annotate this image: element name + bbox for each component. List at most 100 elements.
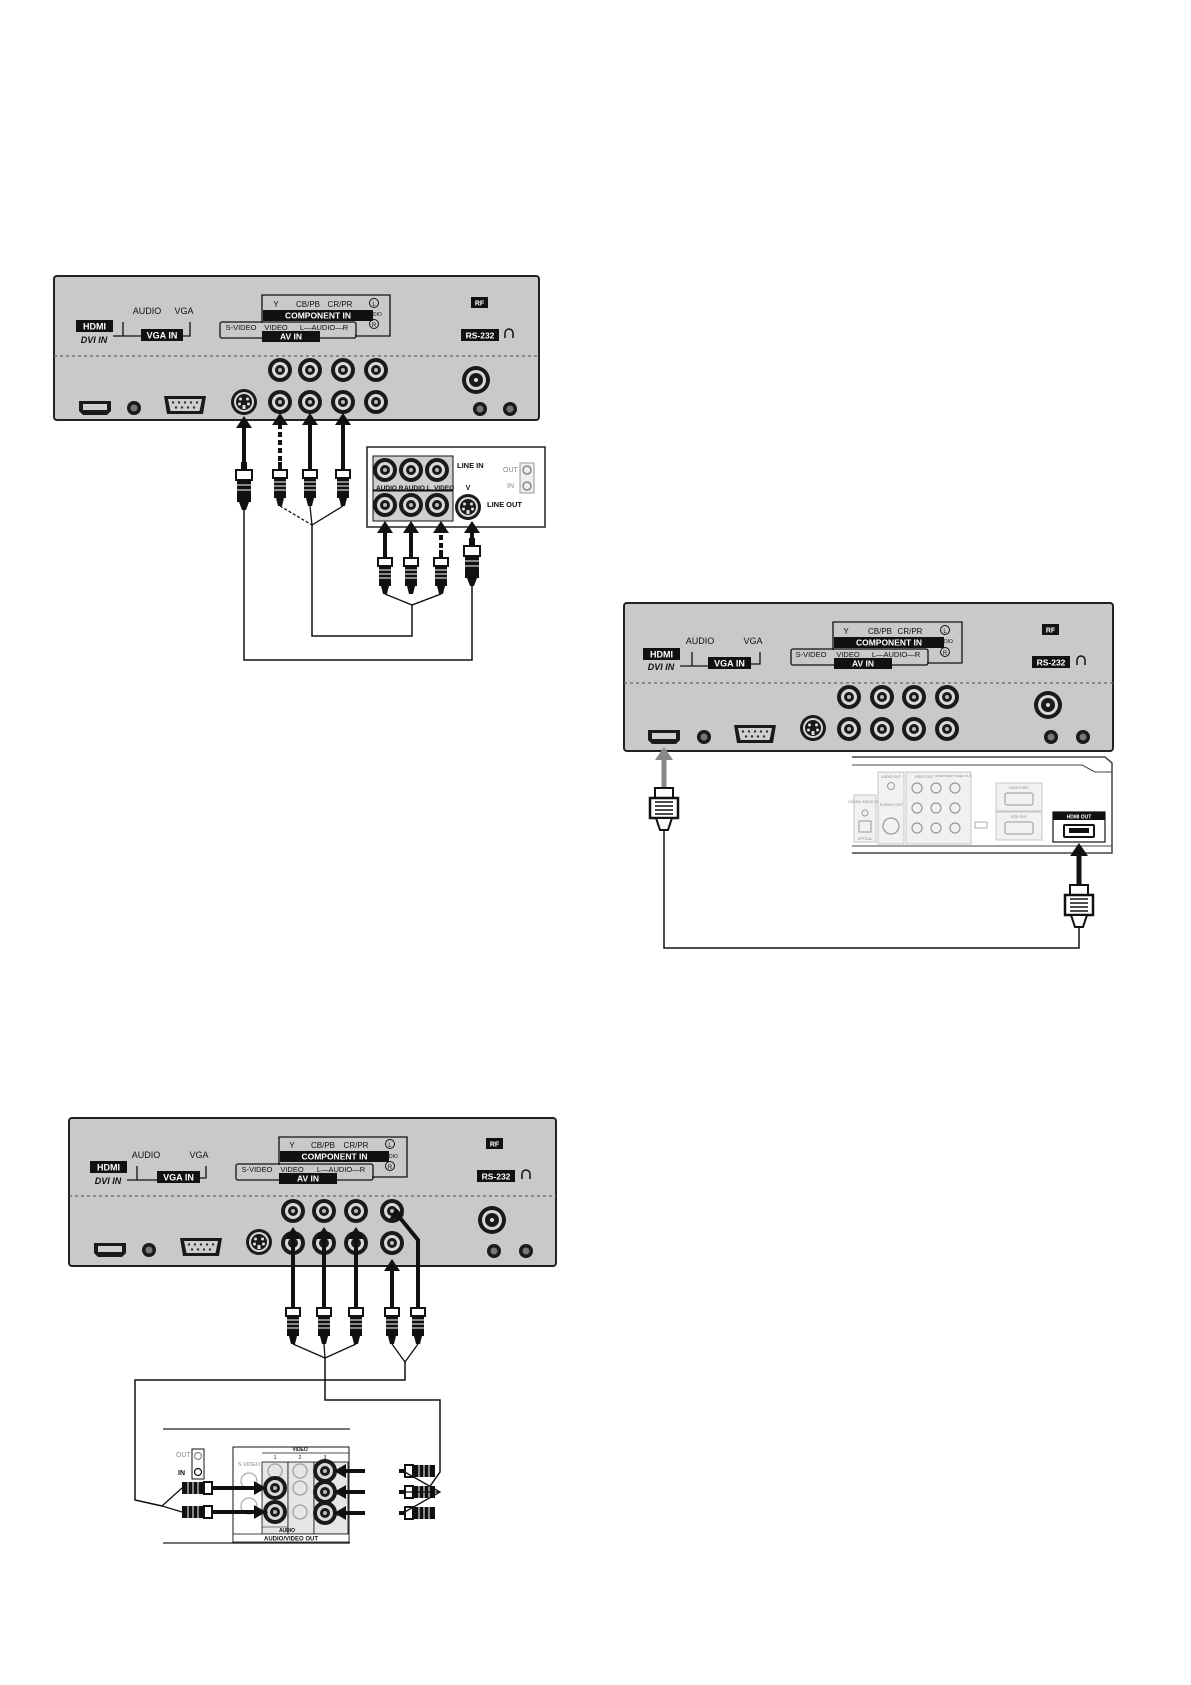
vga-label: VGA	[174, 306, 193, 316]
audio-jack-2	[697, 730, 711, 744]
component-y-jack	[268, 358, 292, 382]
rf-badge: RF	[475, 301, 485, 308]
hdmi-badge-3: HDMI	[97, 1163, 120, 1173]
component-audio-l-jack-2	[935, 685, 959, 709]
av-r-label: R	[264, 1511, 268, 1517]
vcr-line-in-video	[425, 458, 449, 482]
av-out-label: OUT	[176, 1452, 192, 1459]
av-y-plug	[398, 1464, 436, 1478]
rf-port	[462, 366, 490, 394]
vcr-video-plug	[433, 549, 449, 595]
cb-label-2: CB/PB	[868, 627, 892, 636]
vcr-panel: LINE IN AUDIO R AUDIO L VIDEO V LINE OUT…	[366, 446, 546, 528]
vga-label-2: VGA	[743, 636, 762, 646]
audio-l-mark-2: L	[943, 629, 947, 635]
component-y-jack-3	[281, 1199, 305, 1223]
vcr-audio-l-label: AUDIO L	[404, 485, 431, 492]
cr-label-2: CR/PR	[898, 627, 923, 636]
audio-l-plug	[302, 461, 318, 507]
vcr-video-label: VIDEO	[434, 485, 454, 492]
y-label: Y	[273, 300, 279, 309]
av-video-jack	[268, 390, 292, 414]
hdmi-port	[79, 401, 111, 415]
vcr-line-in-label: LINE IN	[457, 461, 484, 470]
dvd-digital-audio-out-label: DIGITAL AUDIO OUT	[848, 800, 882, 804]
av-audio-l-plug	[181, 1481, 219, 1495]
hdmi-cable	[648, 747, 1095, 949]
component-audio-l-jack	[364, 358, 388, 382]
component-pb-jack	[298, 358, 322, 382]
av-s-video-label: S VIDEO	[238, 1462, 261, 1468]
av-col3: 3	[324, 1455, 327, 1461]
audio-r-plug	[335, 461, 351, 507]
l-audio-r-label-2: L—AUDIO—R	[872, 650, 921, 659]
video-label-2: VIDEO	[836, 650, 860, 659]
component-audio-r-jack-3	[380, 1231, 404, 1255]
component-pb-jack-3	[312, 1199, 336, 1223]
s-video-port-2	[800, 715, 826, 741]
audio-label-3: AUDIO	[132, 1150, 161, 1160]
av-pb-jack	[313, 1480, 337, 1504]
av-pr-plug	[398, 1506, 436, 1520]
vga-port-3	[180, 1238, 222, 1256]
hdmi-badge: HDMI	[83, 322, 106, 332]
av-col2: 2	[299, 1455, 302, 1461]
dvd-component-out-label: COMPONENT VIDEO OUT	[935, 774, 972, 778]
vga-in-badge-2: VGA IN	[714, 659, 745, 669]
component-y-jack-2	[837, 685, 861, 709]
av-in-badge-3: AV IN	[297, 1174, 319, 1184]
aux-jack-6	[519, 1244, 533, 1258]
av-audio-label: AUDIO	[279, 1528, 295, 1534]
vcr-in-label: IN	[507, 483, 514, 490]
aux-jack-2	[503, 402, 517, 416]
s-video-label-2: S-VIDEO	[796, 650, 827, 659]
audio-jack-3	[142, 1243, 156, 1257]
comp-pr-plug	[348, 1299, 364, 1345]
headphone-icon	[504, 328, 514, 338]
l-audio-r-label-3: L—AUDIO—R	[317, 1165, 366, 1174]
av-video-header: VIDEO	[292, 1447, 308, 1453]
vga-port	[164, 396, 206, 414]
headphone-icon-3	[521, 1169, 531, 1179]
aux-jack-4	[1076, 730, 1090, 744]
s-video-port	[231, 389, 257, 415]
rs232-badge-2: RS-232	[1037, 658, 1066, 668]
vcr-s-video-out	[455, 494, 481, 520]
rf-port-2	[1034, 691, 1062, 719]
tv-panel-vcr: AUDIO VGA HDMI DVI IN VGA IN Y CB/PB CR/…	[53, 275, 540, 421]
cb-label-3: CB/PB	[311, 1141, 335, 1150]
s-video-label-3: S-VIDEO	[242, 1165, 273, 1174]
comp-audio-l-plug	[384, 1299, 400, 1345]
component-pr-jack	[331, 358, 355, 382]
audio-l-mark-3: L	[388, 1143, 392, 1149]
av-audio-r-jack-2	[902, 717, 926, 741]
av-y-jack	[313, 1459, 337, 1483]
dvd-data-port-label: DATA PORT	[1009, 786, 1029, 790]
hdmi-port-3	[94, 1243, 126, 1257]
component-in-badge: COMPONENT IN	[285, 311, 351, 321]
video-plug	[272, 461, 288, 507]
audio-l-mark: L	[372, 302, 376, 308]
vcr-line-out-label: LINE OUT	[487, 500, 522, 509]
tv-panel-hdmi: AUDIO VGA HDMI DVI IN VGA IN Y CB/PB CR/…	[623, 602, 1114, 752]
cr-label: CR/PR	[328, 300, 353, 309]
av-in-label: IN	[178, 1470, 185, 1477]
rs232-badge: RS-232	[466, 331, 495, 341]
av-video-jack-2	[837, 717, 861, 741]
cables-component	[134, 1208, 441, 1507]
component-pr-jack-3	[344, 1199, 368, 1223]
aux-jack-3	[1044, 730, 1058, 744]
cables-vcr	[235, 413, 481, 661]
vcr-s-video-plug	[463, 537, 481, 587]
dvd-rgb-out-label: RGB OUT	[1011, 815, 1028, 819]
aux-jack-5	[487, 1244, 501, 1258]
av-in-badge-2: AV IN	[852, 659, 874, 669]
dvi-in-label: DVI IN	[81, 335, 108, 345]
component-audio-r-jack-2	[935, 717, 959, 741]
dvi-in-label-2: DVI IN	[648, 662, 675, 672]
vcr-audio-r-label: AUDIO R	[376, 485, 404, 492]
vcr-audio-l-plug	[403, 549, 419, 595]
vga-label-3: VGA	[189, 1150, 208, 1160]
comp-y-plug	[285, 1299, 301, 1345]
y-label-3: Y	[289, 1141, 295, 1150]
